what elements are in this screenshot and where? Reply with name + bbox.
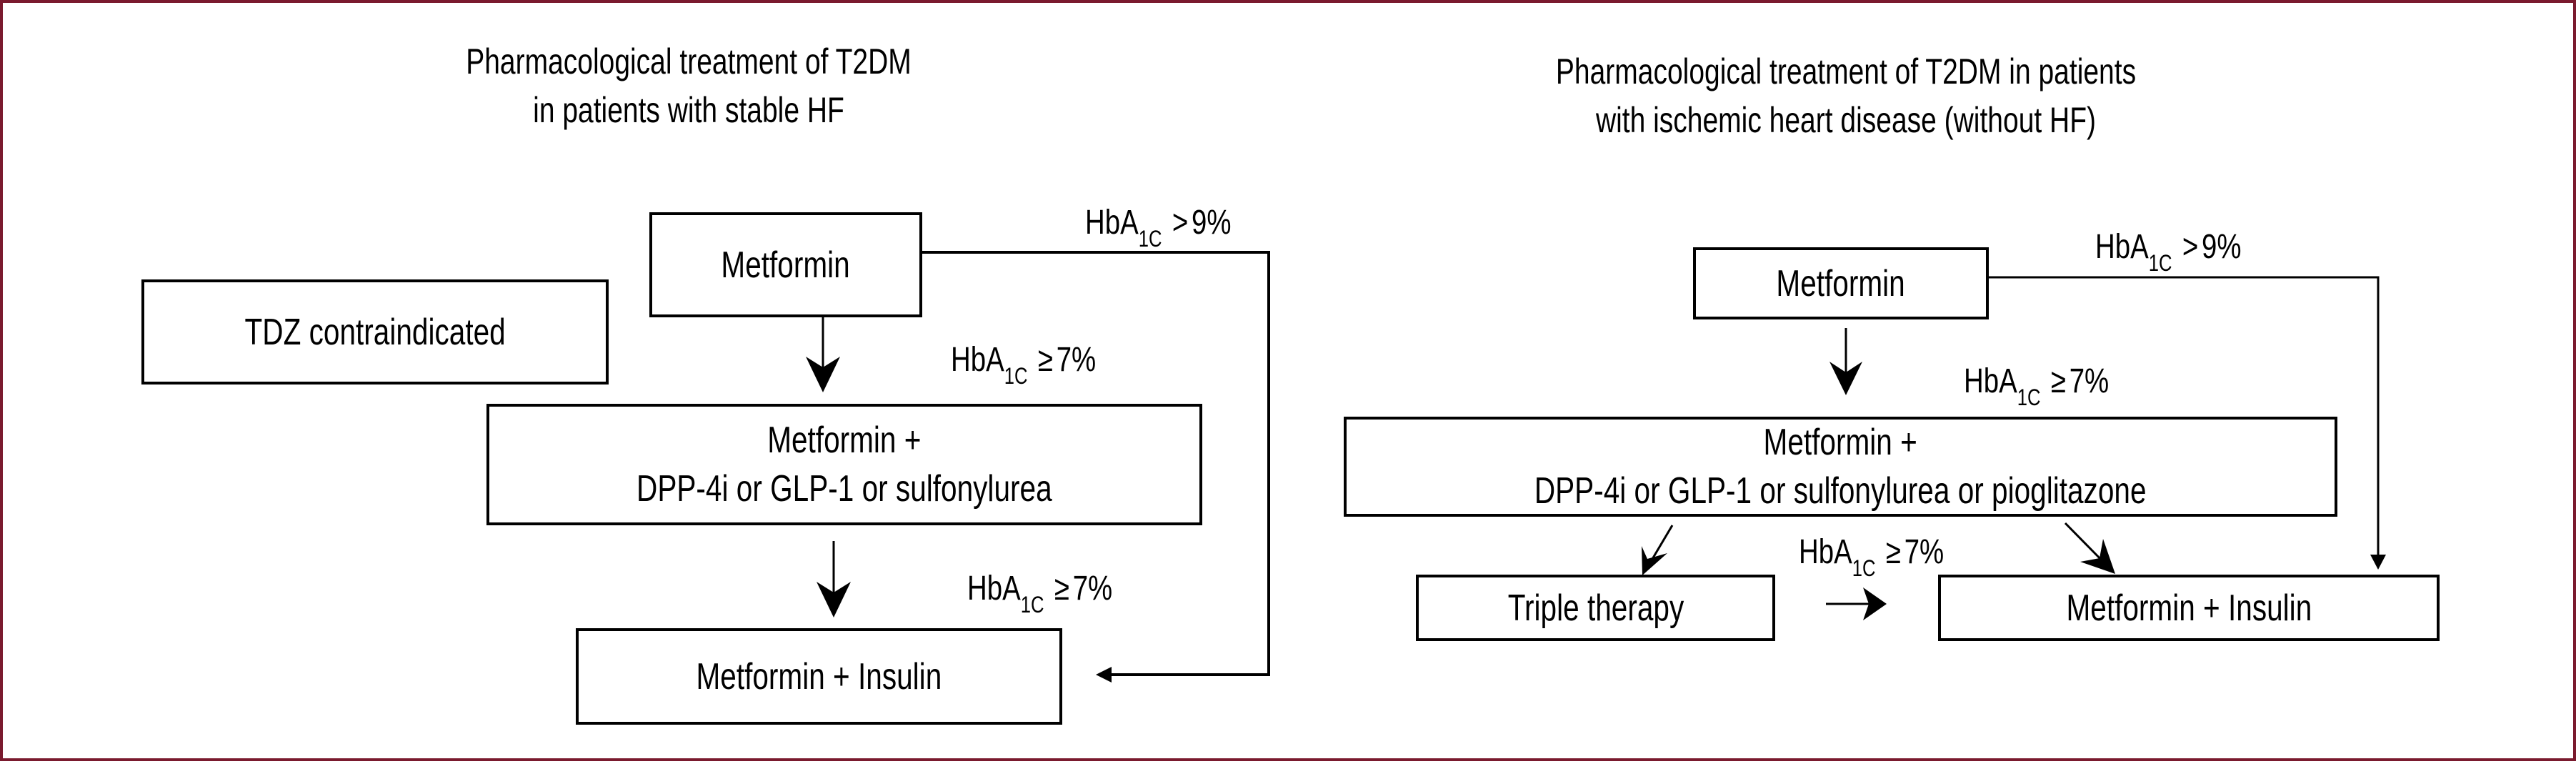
operator-symbol: >	[1172, 204, 1189, 242]
right-hba1c-ge7-first-label: HbA1C ≥7%	[1964, 362, 2110, 410]
operator-symbol: ≥	[2050, 362, 2066, 400]
arrow-down-icon	[1829, 328, 1862, 395]
left-hba1c-ge7-second-label: HbA1C ≥7%	[967, 570, 1113, 617]
hba-subscript: 1C	[1004, 363, 1028, 389]
hba-subscript: 1C	[1020, 592, 1044, 617]
threshold-value: 7%	[1072, 570, 1113, 607]
right-metformin-insulin-box: Metformin + Insulin	[1938, 575, 2440, 641]
triple-therapy-box: Triple therapy	[1416, 575, 1775, 641]
threshold-value: 9%	[1192, 204, 1232, 242]
triple-therapy-label: Triple therapy	[1507, 587, 1684, 629]
hba-subscript: 1C	[1852, 555, 1876, 581]
hba-subscript: 1C	[2017, 385, 2041, 410]
threshold-value: 7%	[2069, 362, 2110, 400]
threshold-value: 9%	[2202, 228, 2242, 266]
left-title-line2: in patients with stable HF	[533, 90, 844, 130]
operator-symbol: ≥	[1054, 570, 1069, 607]
hba-subscript: 1C	[1138, 226, 1162, 252]
hba-text: HbA	[1964, 362, 2017, 400]
right-metformin-box: Metformin	[1693, 247, 1989, 319]
arrow-down-icon	[817, 541, 851, 617]
left-title-line1: Pharmacological treatment of T2DM	[466, 41, 912, 81]
threshold-value: 7%	[1056, 341, 1097, 379]
operator-symbol: >	[2182, 228, 2199, 266]
connector-layer	[806, 251, 2386, 683]
right-insulin-label: Metformin + Insulin	[2066, 587, 2312, 629]
operator-symbol: ≥	[1037, 341, 1053, 379]
left-insulin-label: Metformin + Insulin	[696, 655, 942, 698]
left-metformin-insulin-box: Metformin + Insulin	[576, 628, 1062, 725]
hba-text: HbA	[967, 570, 1021, 607]
hba-text: HbA	[1085, 204, 1139, 242]
left-combo-line2: DPP-4i or GLP-1 or sulfonylurea	[636, 468, 1052, 510]
operator-symbol: ≥	[1885, 533, 1901, 571]
left-metformin-box: Metformin	[649, 212, 922, 317]
hba-text: HbA	[1799, 533, 1852, 571]
left-metformin-label: Metformin	[721, 244, 851, 286]
left-hba1c-gt9-label: HbA1C >9%	[1085, 204, 1232, 251]
arrow-right-icon	[1826, 587, 1887, 620]
left-hba1c-ge7-first-label: HbA1C ≥7%	[951, 341, 1097, 388]
loop-arrow-icon	[921, 251, 1270, 683]
arrow-down-icon	[806, 316, 840, 392]
hba-text: HbA	[951, 341, 1004, 379]
right-metformin-label: Metformin	[1776, 262, 1906, 304]
right-combo-line2: DPP-4i or GLP-1 or sulfonylurea or piogl…	[1534, 470, 2147, 512]
tdz-contraindicated-box: TDZ contraindicated	[141, 279, 609, 385]
loop-arrow-icon	[1988, 276, 2386, 570]
right-title-line2: with ischemic heart disease (without HF)	[1595, 100, 2097, 140]
tdz-label: TDZ contraindicated	[244, 311, 506, 353]
right-hba1c-gt9-label: HbA1C >9%	[2095, 228, 2242, 275]
right-hba1c-ge7-second-label: HbA1C ≥7%	[1799, 533, 1945, 580]
right-panel-title: Pharmacological treatment of T2DM in pat…	[1539, 47, 2152, 144]
right-combo-box: Metformin + DPP-4i or GLP-1 or sulfonylu…	[1344, 417, 2337, 517]
right-title-line1: Pharmacological treatment of T2DM in pat…	[1555, 51, 2137, 91]
left-combo-line1: Metformin +	[767, 420, 922, 461]
arrow-diagonal-icon	[1642, 525, 1674, 575]
hba-subscript: 1C	[2148, 250, 2172, 276]
hba-text: HbA	[2095, 228, 2149, 266]
right-combo-label: Metformin + DPP-4i or GLP-1 or sulfonylu…	[1534, 418, 2147, 515]
arrow-diagonal-icon	[2064, 522, 2115, 574]
left-panel-title: Pharmacological treatment of T2DM in pat…	[466, 37, 912, 134]
left-combo-box: Metformin + DPP-4i or GLP-1 or sulfonylu…	[486, 404, 1202, 525]
left-combo-label: Metformin + DPP-4i or GLP-1 or sulfonylu…	[636, 416, 1052, 513]
right-combo-line1: Metformin +	[1763, 422, 1918, 463]
threshold-value: 7%	[1904, 533, 1945, 571]
